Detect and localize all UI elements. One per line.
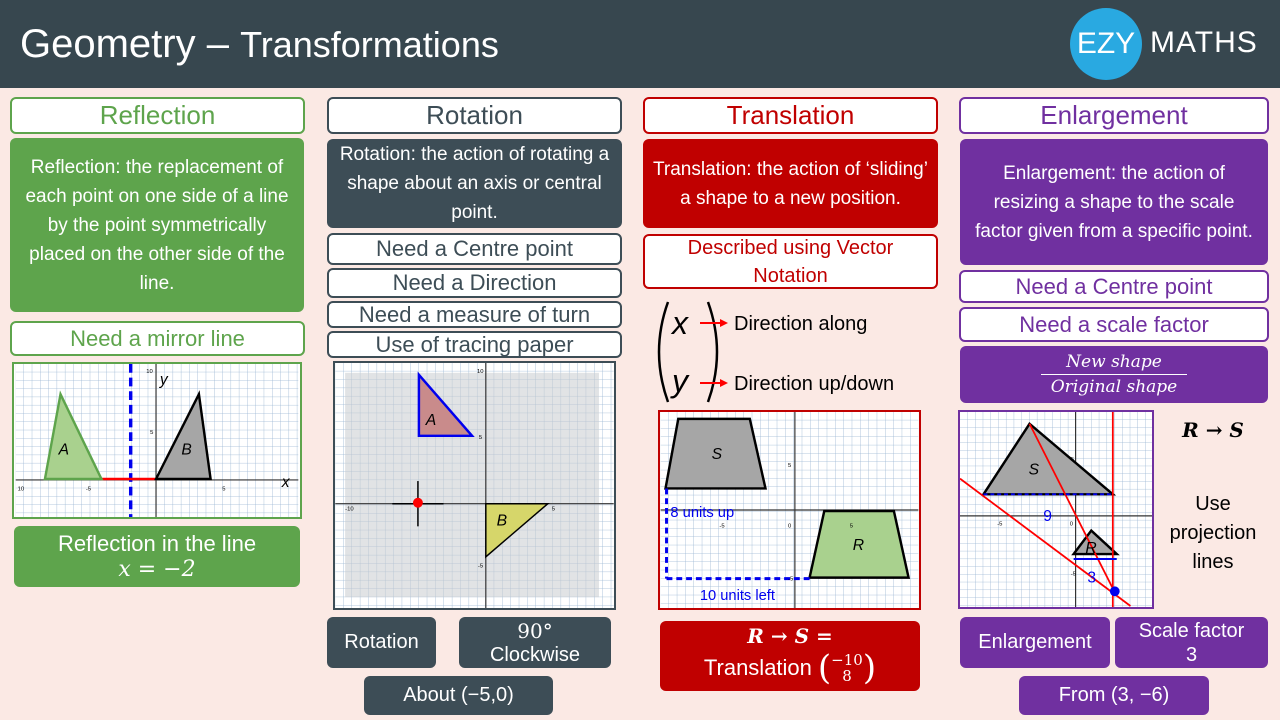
enlargement-result-sf: 3: [1185, 643, 1198, 666]
translation-need-vector: Described using Vector Notation: [643, 234, 938, 289]
rotation-shape-b: B: [497, 512, 508, 529]
enlargement-tick-0: 0: [1070, 522, 1074, 528]
title-main: Geometry –: [20, 22, 229, 66]
translation-vector-x-desc: Direction along: [734, 313, 867, 335]
reflection-definition: Reflection: the replacement of each poin…: [10, 138, 304, 312]
enlargement-fraction-bottom: Original shape: [1050, 377, 1178, 398]
rotation-tick-neg10: -10: [345, 507, 354, 513]
reflection-tick-neg5: -5: [86, 487, 91, 493]
enlargement-tick-neg5: -5: [997, 522, 1003, 528]
rotation-shape-a: A: [425, 412, 437, 429]
translation-tick-neg5-y: -5: [788, 577, 794, 583]
translation-vector-y: y: [670, 363, 690, 399]
translation-graph: S R 8 units up 10 units left 5 -5 0 5 -5: [658, 410, 921, 610]
rotation-need-measure: Need a measure of turn: [327, 301, 622, 328]
header-bar: Geometry – Transformations EZY MATHS: [0, 0, 1280, 88]
enlargement-shape-r: R: [1085, 540, 1096, 557]
rotation-result-type: Rotation: [327, 617, 436, 668]
rotation-need-tracing: Use of tracing paper: [327, 331, 622, 358]
reflection-tick-neg10: 10: [18, 487, 25, 493]
enlargement-fraction-top: New shape: [1066, 351, 1162, 372]
rotation-tick-pos5: 5: [552, 507, 556, 513]
reflection-example-line2: x = −2: [118, 557, 196, 582]
enlargement-len-small: 3: [1087, 569, 1096, 586]
reflection-example-line1: Reflection in the line: [57, 531, 257, 556]
enlargement-tick-5: 5: [1071, 457, 1075, 463]
translation-label-up: 8 units up: [670, 505, 734, 521]
translation-result-label: Translation: [703, 655, 812, 680]
enlargement-need-centre: Need a Centre point: [959, 270, 1269, 303]
enlargement-definition: Enlargement: the action of resizing a sh…: [960, 139, 1268, 265]
enlargement-mapping: R → S: [1182, 418, 1244, 442]
logo-circle: EZY: [1070, 8, 1142, 80]
reflection-tick-pos5: 5: [222, 487, 225, 493]
translation-result-paren-open: (: [817, 648, 832, 688]
rotation-result-turn: 90° Clockwise: [459, 617, 611, 668]
reflection-heading: Reflection: [10, 97, 305, 134]
enlargement-shape-s: S: [1029, 462, 1040, 479]
title-sub: Transformations: [240, 24, 499, 65]
translation-vector-diagram: x y Direction along Direction up/down: [657, 301, 894, 403]
enlargement-fraction-bar: [1041, 373, 1187, 376]
translation-vector-x: x: [670, 305, 689, 341]
rotation-need-centre: Need a Centre point: [327, 233, 622, 265]
translation-result-top: −10: [831, 651, 863, 669]
enlargement-len-big: 9: [1043, 508, 1052, 525]
translation-shape-s: S: [712, 446, 723, 463]
translation-result-bottom: 8: [842, 667, 852, 685]
reflection-need-mirror-line: Need a mirror line: [10, 321, 305, 356]
translation-shape-r: R: [853, 537, 864, 554]
translation-result: R → S = Translation ( −10 8 ): [660, 621, 920, 691]
enlargement-result-type: Enlargement: [960, 617, 1110, 668]
translation-result-row: Translation ( −10 8 ): [704, 648, 876, 688]
enlargement-result-scale: Scale factor 3: [1115, 617, 1268, 668]
rotation-heading: Rotation: [327, 97, 622, 134]
translation-result-vector: −10 8: [831, 652, 863, 684]
reflection-axis-x: x: [281, 474, 291, 491]
logo-text: MATHS: [1150, 26, 1258, 59]
translation-label-left: 10 units left: [700, 588, 775, 604]
rotation-need-direction: Need a Direction: [327, 268, 622, 298]
reflection-shape-b: B: [181, 442, 191, 459]
rotation-tick-5: 5: [479, 435, 483, 441]
translation-definition: Translation: the action of ‘sliding’ a s…: [643, 139, 938, 228]
enlargement-result-sf-label: Scale factor: [1138, 619, 1245, 642]
enlargement-tick-neg5-y: -5: [1071, 572, 1077, 578]
reflection-tick-5: 5: [150, 430, 153, 436]
translation-result-paren-close: ): [862, 648, 877, 688]
enlargement-graph: S R 9 3 5 -5 0 -5: [958, 410, 1154, 609]
rotation-graph: A B 10 5 -10 5 -5: [333, 361, 616, 610]
reflection-shape-a: A: [58, 442, 69, 459]
reflection-graph: A B y x 10 5 -5 5 10: [12, 362, 302, 519]
translation-result-map: R → S =: [747, 624, 833, 648]
translation-tick-5: 5: [788, 463, 792, 469]
rotation-tick-10: 10: [477, 369, 484, 375]
enlargement-heading: Enlargement: [959, 97, 1269, 134]
translation-vector-y-desc: Direction up/down: [734, 373, 894, 395]
rotation-result-angle: 90°: [517, 618, 553, 643]
rotation-definition: Rotation: the action of rotating a shape…: [327, 139, 622, 228]
enlargement-need-scale: Need a scale factor: [959, 307, 1269, 342]
page-title: Geometry – Transformations: [20, 22, 499, 67]
reflection-tick-10: 10: [146, 369, 153, 375]
enlargement-hint: Use projection lines: [1169, 493, 1257, 573]
reflection-example: Reflection in the line x = −2: [14, 526, 300, 587]
rotation-result-direction: Clockwise: [489, 643, 581, 666]
enlargement-result-from: From (3, −6): [1019, 676, 1209, 715]
translation-tick-neg5: -5: [719, 524, 725, 530]
rotation-tick-neg5: -5: [478, 564, 484, 570]
reflection-axis-y: y: [159, 371, 169, 388]
translation-tick-0: 0: [788, 524, 792, 530]
rotation-result-about: About (−5,0): [364, 676, 553, 715]
translation-heading: Translation: [643, 97, 938, 134]
translation-tick-pos5: 5: [850, 524, 854, 530]
enlargement-fraction: New shape Original shape: [960, 346, 1268, 403]
